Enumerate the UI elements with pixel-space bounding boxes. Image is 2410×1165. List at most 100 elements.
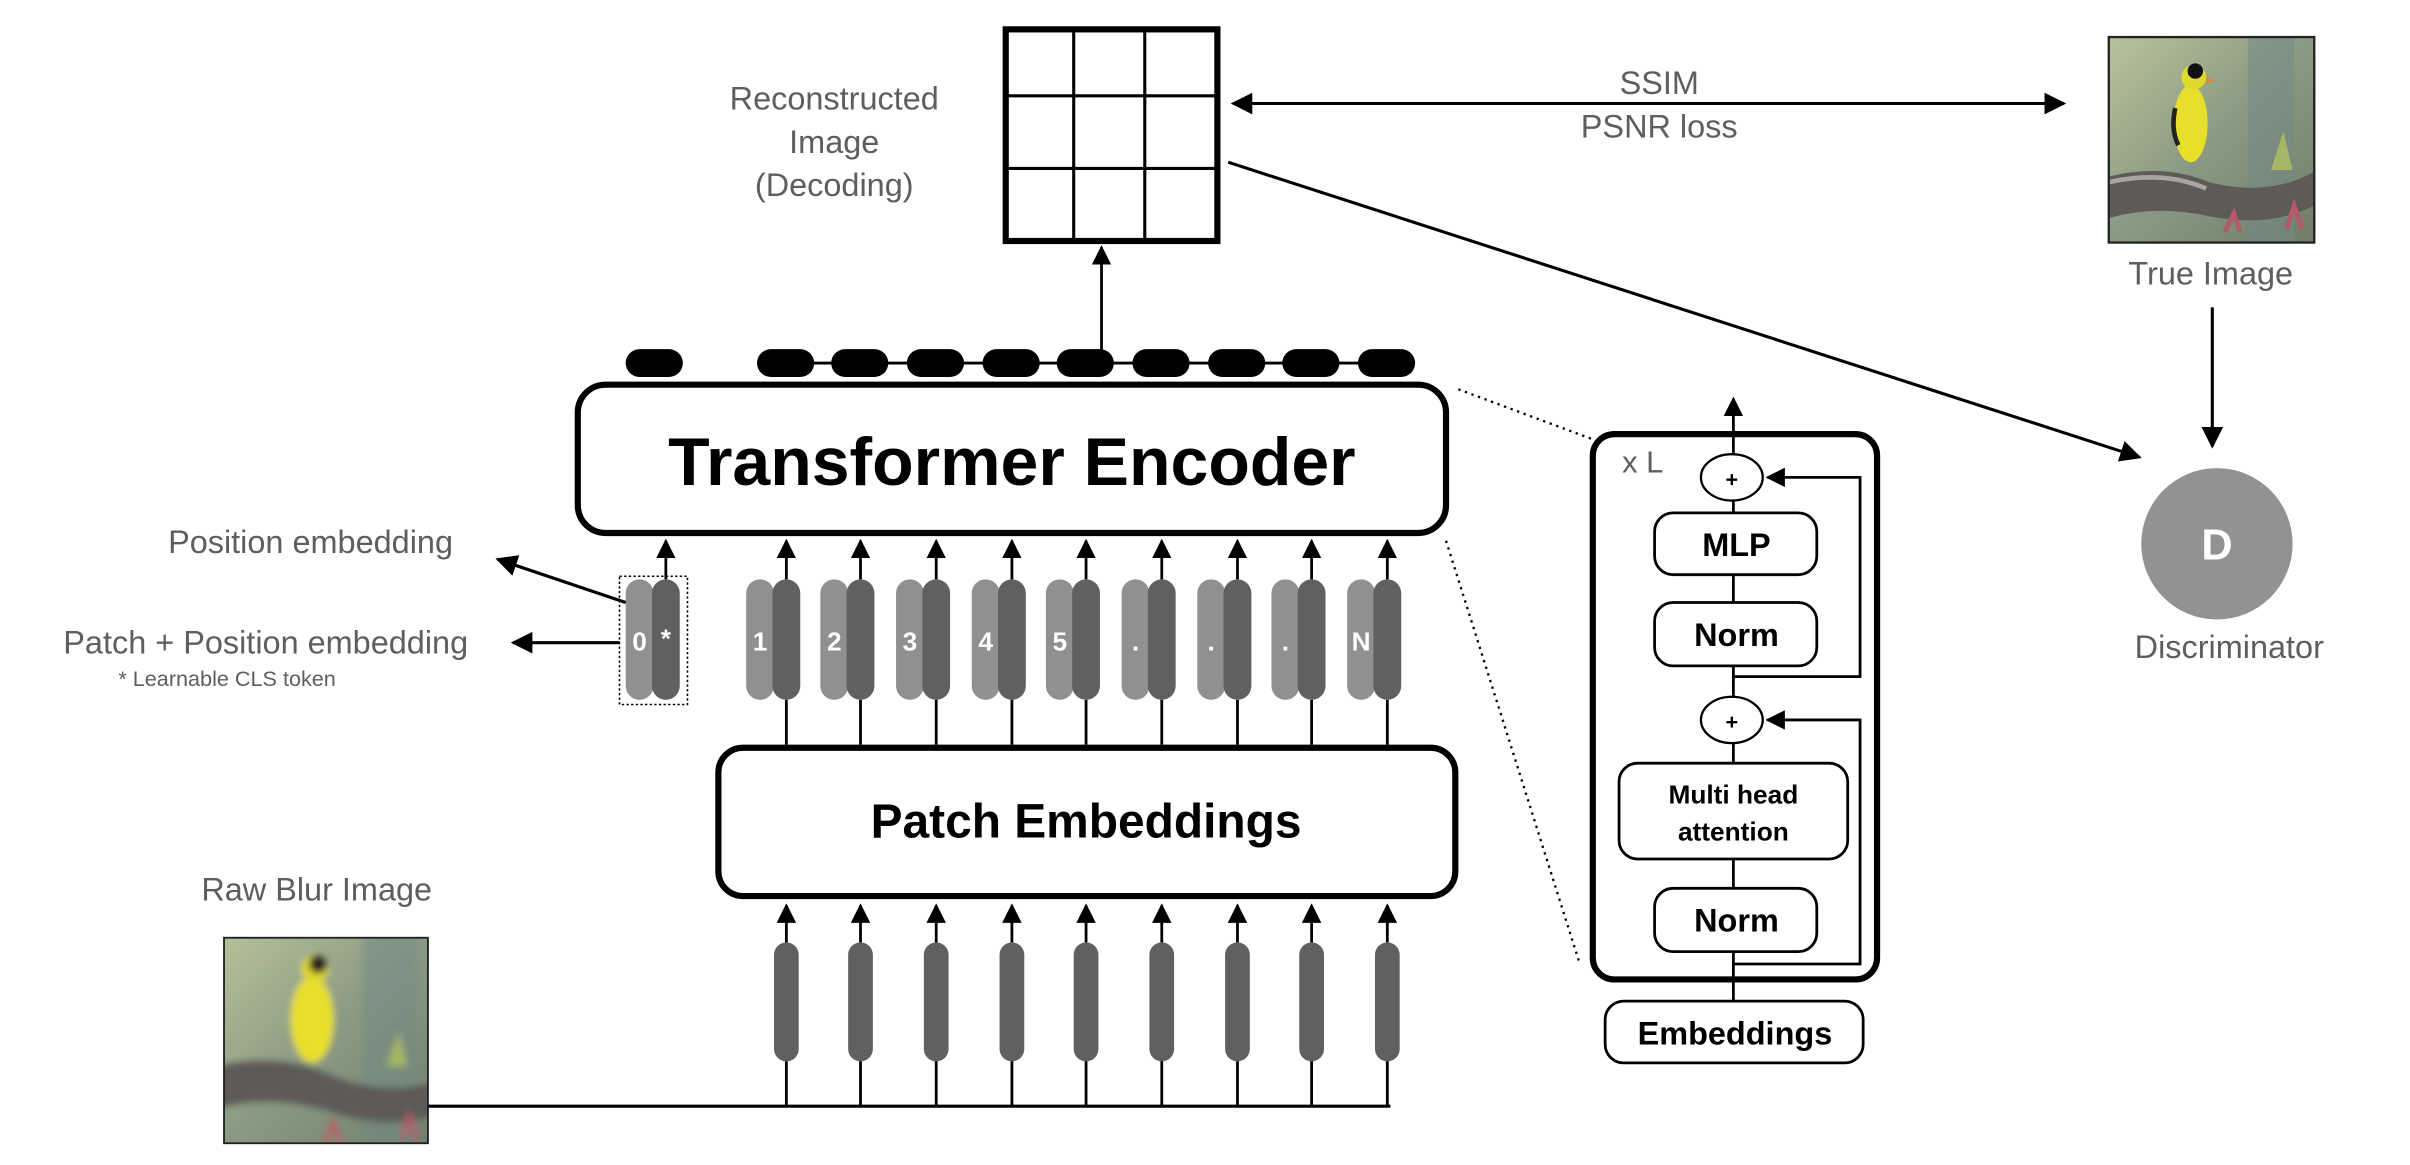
mlp-label: MLP [1702,527,1770,563]
position-embedding-pill [1271,579,1300,700]
ssim-label: SSIM [1620,65,1699,101]
input-patch [923,903,949,1107]
input-patch-pill [999,942,1025,1062]
discriminator-symbol: D [2201,521,2232,569]
token-pair: N [1347,538,1402,745]
embeddings-box [1603,999,1865,1065]
mha-label-line1: Multi head [1668,779,1798,809]
output-token [1132,349,1190,377]
output-token-cls [625,349,683,377]
input-patch [1073,903,1099,1107]
position-embedding-pill [1045,579,1074,700]
patch-embedding-pill [922,579,951,700]
cls-token-pill [651,579,680,700]
detail-guide-top [1457,388,1592,440]
output-token [757,349,815,377]
residual-connection-bottom [1733,710,1862,966]
input-patch-pill [848,942,873,1062]
mlp-box [1653,511,1819,577]
output-token [906,349,965,377]
transformer-encoder-title: Transformer Encoder [668,424,1355,500]
position-index: 1 [753,626,768,656]
patch-embedding-pill [1072,579,1100,700]
position-index: 4 [978,626,993,656]
output-token [982,349,1040,377]
input-patch-pill [1374,942,1400,1062]
cls-position-pill [625,579,654,700]
patch-embedding-pill [772,579,801,700]
token-pair: . [1271,538,1326,745]
input-patch [1225,903,1250,1107]
input-patch-pill [1225,942,1250,1062]
multi-head-attention-box [1617,761,1850,861]
position-embedding-arrow [495,555,627,604]
reconstructed-label-line3: (Decoding) [755,167,914,203]
true-image-label: True Image [2128,255,2293,291]
add-node-top [1699,453,1764,502]
position-embedding-label: Position embedding [168,524,453,560]
input-patch [1374,903,1400,1107]
detail-guide-bottom [1444,540,1580,962]
patch-embedding-pill [846,579,875,700]
repeat-label: x L [1622,445,1663,480]
patch-position-embedding-label: Patch + Position embedding [63,624,468,660]
position-embedding-pill [971,579,1000,700]
output-token [831,349,889,377]
discriminator-label: Discriminator [2135,629,2324,665]
token-pair: 3 [896,538,951,745]
token-pair: . [1121,538,1176,745]
patch-embedding-pill [1147,579,1176,700]
token-pair: . [1197,538,1252,745]
position-index: 5 [1052,626,1067,656]
token-pair: 2 [820,538,875,745]
raw-blur-image [224,937,428,1144]
reconstructed-label-line2: Image [789,124,879,160]
position-embedding-pill [1121,579,1150,700]
raw-blur-image-label: Raw Blur Image [201,872,432,908]
token-pair: 4 [971,538,1026,745]
input-patch-pill [773,942,799,1062]
encoder-block-detail: x L + + MLP Norm Multi head attention No… [1589,396,1881,1002]
input-patch-row [773,903,1400,1107]
output-token [1282,349,1340,377]
token-pair: 5 [1045,538,1100,745]
output-token [1056,349,1114,377]
norm-box-top [1653,601,1819,668]
position-index: . [1132,626,1139,656]
input-patch-pill [923,942,949,1062]
position-embedding-pill [896,579,924,700]
cls-token: 0 * [618,538,689,706]
transformer-encoder-box [574,381,1450,537]
patch-embedding-pill [1373,579,1402,700]
residual-connection-top [1733,467,1862,679]
output-token [1357,349,1416,377]
position-index: 2 [827,626,842,656]
patch-embeddings-box [715,744,1459,900]
patch-embedding-pill [1223,579,1252,700]
input-patch [999,903,1025,1107]
add-symbol-top: + [1726,467,1739,492]
position-embedding-pill [1197,579,1226,700]
norm-box-bottom [1653,886,1819,954]
norm-label-bottom: Norm [1694,903,1779,939]
true-image [2108,37,2315,243]
position-index: 3 [903,626,918,656]
norm-label-top: Norm [1694,617,1779,653]
patch-embeddings-title: Patch Embeddings [871,795,1302,848]
position-index: N [1352,626,1371,656]
embedded-token-row: 1 2 3 4 5... N [746,538,1402,745]
mha-label-line2: attention [1678,816,1789,846]
position-index: . [1282,626,1289,656]
input-patch-pill [1073,942,1099,1062]
input-patch [1149,903,1175,1107]
add-node-bottom [1699,695,1764,745]
input-patch-pill [1299,942,1324,1062]
position-embedding-pill [746,579,774,700]
input-patch [773,903,799,1107]
input-patch-pill [1149,942,1175,1062]
input-patch [848,903,873,1107]
position-embedding-pill [1347,579,1375,700]
output-token-row [625,349,1416,377]
